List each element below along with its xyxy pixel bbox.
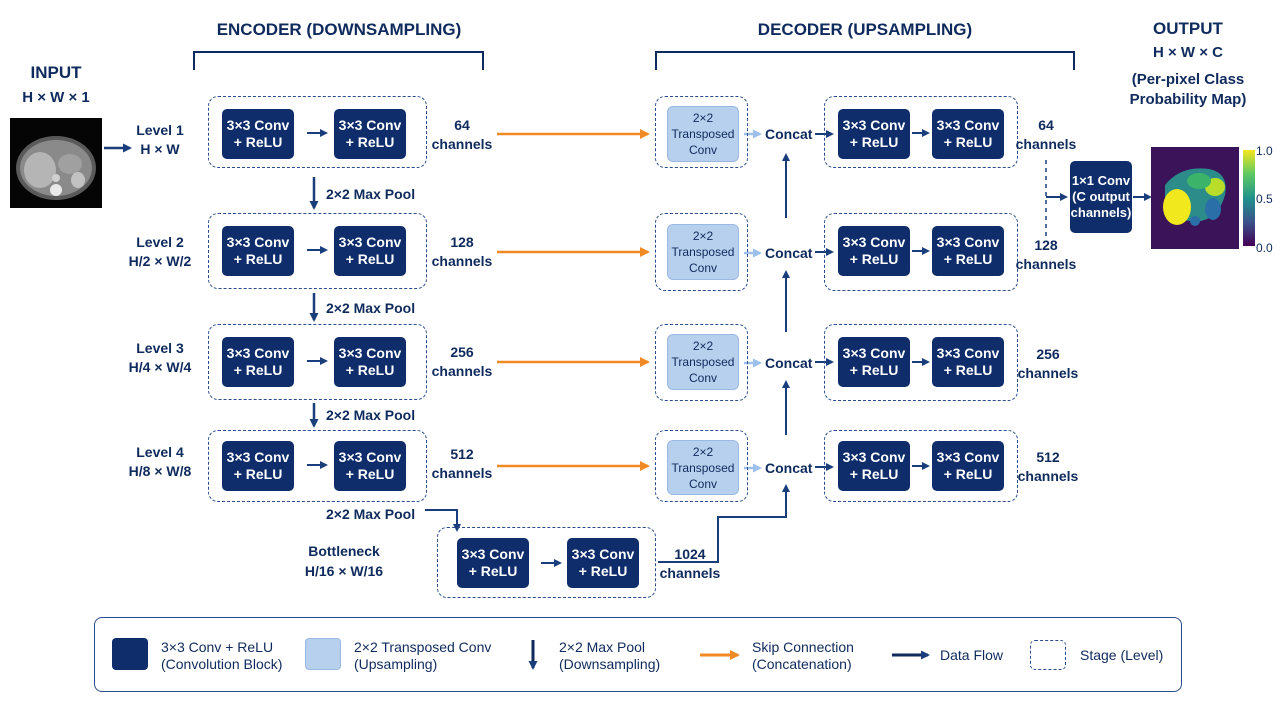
ct-scan-image: [10, 118, 102, 208]
conv-block: 3×3 Conv+ ReLU: [334, 441, 406, 491]
legend-stage-swatch: [1030, 640, 1066, 670]
decoder-level-3-channels-count: 256: [1036, 346, 1060, 362]
conv-block: 3×3 Conv+ ReLU: [838, 441, 910, 491]
decoder-level-4-upsample-stage: [655, 430, 748, 502]
decoder-level-1-conv-stage: [824, 96, 1018, 168]
decoder-level-4-channels-label: channels: [1017, 468, 1079, 484]
legend-skip-text: Skip Connection(Concatenation): [752, 639, 854, 672]
level-4-name: Level 4: [136, 444, 184, 460]
conv-block: 3×3 Conv+ ReLU: [334, 226, 406, 276]
level-1-name: Level 1: [136, 122, 184, 138]
legend: [94, 617, 1182, 692]
level-3-channels-label: channels: [431, 363, 493, 379]
conv-block: 3×3 Conv+ ReLU: [222, 226, 294, 276]
legend-tconv-text: 2×2 Transposed Conv(Upsampling): [354, 639, 492, 672]
colorbar-max-label: 1.0: [1256, 144, 1273, 158]
maxpool-label: 2×2 Max Pool: [326, 186, 416, 202]
concat-label: Concat: [765, 355, 813, 371]
colorbar-min-label: 0.0: [1256, 241, 1273, 255]
conv-block: 3×3 Conv+ ReLU: [222, 337, 294, 387]
input-shape: H × W × 1: [22, 89, 90, 106]
decoder-level-2-conv-stage: [824, 213, 1018, 291]
concat-label: Concat: [765, 245, 813, 261]
decoder-bracket: [655, 51, 1075, 70]
legend-conv-swatch: [112, 638, 148, 670]
encoder-level-1-stage: [208, 96, 427, 168]
conv-block: 3×3 Conv+ ReLU: [334, 337, 406, 387]
encoder-level-2-stage: [208, 213, 427, 289]
conv-block: 3×3 Conv+ ReLU: [932, 109, 1004, 159]
maxpool-label: 2×2 Max Pool: [326, 300, 416, 316]
level-3-res: H/4 × W/4: [128, 359, 192, 375]
encoder-heading: ENCODER (DOWNSAMPLING): [216, 20, 462, 39]
legend-flow-text: Data Flow: [940, 647, 1004, 663]
segmentation-map-image: [1151, 147, 1239, 249]
concat-label: Concat: [765, 460, 813, 476]
conv-block: 3×3 Conv+ ReLU: [457, 538, 529, 588]
input-title: INPUT: [30, 63, 82, 82]
level-3-channels-count: 256: [450, 344, 474, 360]
level-2-res: H/2 × W/2: [128, 253, 192, 269]
output-desc-2: Probability Map): [1129, 91, 1247, 108]
level-1-res: H × W: [140, 141, 180, 157]
legend-conv-text: 3×3 Conv + ReLU(Convolution Block): [161, 639, 283, 672]
concat-label: Concat: [765, 126, 813, 142]
level-1-channels-count: 64: [454, 117, 470, 133]
level-2-channels-label: channels: [431, 253, 493, 269]
colorbar-mid-label: 0.5: [1256, 192, 1273, 206]
level-4-channels-label: channels: [431, 465, 493, 481]
level-4-channels-count: 512: [450, 446, 474, 462]
conv-block: 3×3 Conv+ ReLU: [932, 226, 1004, 276]
decoder-level-2-upsample-stage: [655, 213, 748, 291]
output-desc-1: (Per-pixel Class: [1131, 71, 1245, 88]
encoder-level-4-stage: [208, 430, 427, 502]
legend-pool-text: 2×2 Max Pool(Downsampling): [559, 639, 661, 672]
colorbar: [1243, 150, 1255, 246]
decoder-level-2-channels-label: channels: [1015, 256, 1077, 272]
decoder-heading: DECODER (UPSAMPLING): [757, 20, 973, 39]
legend-tconv-swatch: [305, 638, 341, 670]
decoder-level-3-conv-stage: [824, 324, 1018, 401]
bottleneck-channels-label: channels: [659, 565, 721, 581]
level-4-res: H/8 × W/8: [128, 463, 192, 479]
decoder-level-3-channels-label: channels: [1017, 365, 1079, 381]
decoder-level-1-channels-count: 64: [1038, 117, 1054, 133]
output-title: OUTPUT: [1153, 19, 1223, 38]
bottleneck-stage: [437, 527, 656, 598]
bottleneck-res: H/16 × W/16: [304, 563, 384, 579]
decoder-level-1-channels-label: channels: [1015, 136, 1077, 152]
bottleneck-channels-count: 1024: [674, 546, 706, 562]
level-1-channels-label: channels: [431, 136, 493, 152]
decoder-level-1-upsample-stage: [655, 96, 748, 168]
conv-block: 3×3 Conv+ ReLU: [567, 538, 639, 588]
encoder-level-3-stage: [208, 324, 427, 400]
conv-block: 3×3 Conv+ ReLU: [932, 441, 1004, 491]
conv-block: 3×3 Conv+ ReLU: [932, 337, 1004, 387]
bottleneck-name: Bottleneck: [308, 543, 380, 559]
conv-block: 3×3 Conv+ ReLU: [838, 226, 910, 276]
encoder-bracket: [193, 51, 484, 70]
maxpool-label: 2×2 Max Pool: [326, 506, 416, 522]
decoder-level-4-channels-count: 512: [1036, 449, 1060, 465]
output-shape: H × W × C: [1152, 44, 1223, 61]
legend-stage-text: Stage (Level): [1080, 647, 1164, 663]
decoder-level-2-channels-count: 128: [1034, 237, 1058, 253]
conv-block: 3×3 Conv+ ReLU: [222, 109, 294, 159]
maxpool-label: 2×2 Max Pool: [326, 407, 416, 423]
decoder-level-3-upsample-stage: [655, 324, 748, 401]
level-3-name: Level 3: [136, 340, 184, 356]
decoder-level-4-conv-stage: [824, 430, 1018, 502]
conv-block: 3×3 Conv+ ReLU: [334, 109, 406, 159]
conv-block: 3×3 Conv+ ReLU: [838, 109, 910, 159]
level-2-name: Level 2: [136, 234, 184, 250]
conv-block: 3×3 Conv+ ReLU: [222, 441, 294, 491]
conv-block: 3×3 Conv+ ReLU: [838, 337, 910, 387]
level-2-channels-count: 128: [450, 234, 474, 250]
